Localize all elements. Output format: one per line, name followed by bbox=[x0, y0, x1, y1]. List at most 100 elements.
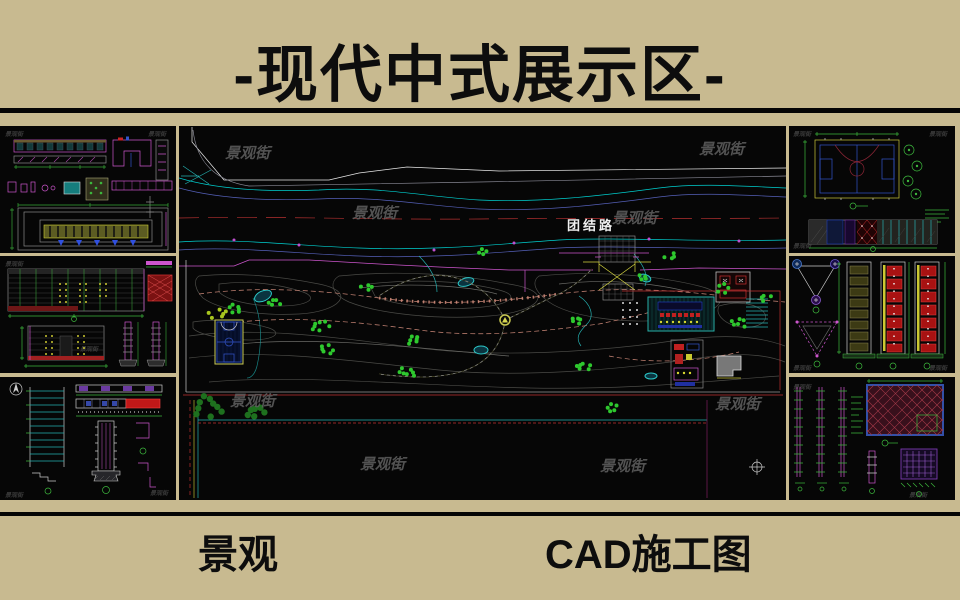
watermark: 景观街 bbox=[599, 458, 648, 475]
watermark: 景观街 bbox=[793, 364, 813, 372]
tree-symbols bbox=[902, 144, 923, 200]
pond bbox=[457, 277, 475, 287]
detail-sheet-court-plan: 景观街 景观街 景观街 bbox=[789, 126, 955, 253]
detail-sheet-lamp-columns: 景观街 景观街 bbox=[789, 256, 955, 373]
north-compass-icon bbox=[9, 382, 23, 396]
pole-section-2 bbox=[816, 387, 827, 492]
watermark: 景观街 bbox=[793, 383, 813, 391]
page-title: -现代中式展示区- bbox=[233, 41, 727, 110]
tree-cluster bbox=[662, 251, 676, 261]
watermark-layer: 景观街景观街景观街景观街景观街景观街景观街景观街 bbox=[224, 141, 763, 475]
exhibition-hall bbox=[647, 296, 715, 332]
small-details-row bbox=[7, 177, 173, 218]
red-property-line bbox=[622, 290, 781, 390]
column-elevation-sign-1 bbox=[876, 261, 910, 370]
tree-cluster bbox=[574, 361, 593, 372]
water-features bbox=[246, 253, 658, 380]
column-elevation-plain bbox=[837, 261, 876, 370]
tree-cluster bbox=[358, 283, 374, 292]
tree-cluster bbox=[193, 393, 225, 420]
road-centerline bbox=[179, 217, 786, 220]
watermark: 景观街 bbox=[793, 130, 813, 138]
watermark: 景观街 bbox=[148, 130, 168, 138]
detail-sheet-wall-elevation: 景观街 景观街 bbox=[0, 256, 176, 373]
bottom-divider bbox=[0, 512, 960, 516]
tree-cluster bbox=[266, 298, 283, 307]
tree-cluster bbox=[310, 319, 332, 333]
triangle-plan-top bbox=[792, 259, 840, 314]
tree-cluster bbox=[759, 293, 773, 303]
watermark: 景观街 bbox=[359, 456, 408, 473]
footer-category-label: 景观 bbox=[198, 533, 278, 577]
column-detail-b bbox=[146, 321, 167, 367]
triangle-plan-bottom bbox=[795, 320, 839, 368]
column-elevation-sign-2 bbox=[910, 261, 946, 370]
tree-cluster bbox=[477, 247, 489, 257]
tree-cluster bbox=[206, 307, 228, 320]
column-section bbox=[91, 420, 121, 494]
watermark: 景观街 bbox=[698, 141, 747, 158]
segment-bar-1 bbox=[75, 384, 163, 396]
watermark: 景观街 bbox=[611, 210, 660, 227]
detail-sheet-entrance-wall: 景观街 景观街 bbox=[0, 126, 176, 253]
main-walkway bbox=[378, 268, 593, 378]
tree-cluster bbox=[407, 334, 420, 346]
watermark: 景观街 bbox=[351, 205, 400, 222]
road-name-label: 团结路 bbox=[567, 218, 615, 233]
ladder-plan bbox=[26, 387, 65, 467]
watermark: 景观街 bbox=[929, 364, 949, 372]
site-boundary bbox=[179, 252, 786, 396]
section-column bbox=[155, 139, 169, 181]
detail-sheet-post-sections: 景观街 景观街 bbox=[0, 377, 176, 500]
watermark: 景观街 bbox=[714, 396, 763, 413]
watermark: 景观街 bbox=[5, 130, 25, 138]
building-footprint bbox=[716, 355, 742, 379]
terrace-steps bbox=[746, 298, 768, 328]
lattice-square-detail bbox=[900, 448, 938, 497]
detail-sheet-lattice-screen: 景观街 景观街 bbox=[789, 377, 955, 500]
south-road-lines bbox=[189, 400, 708, 498]
survey-marker bbox=[749, 459, 765, 475]
watermark: 景观街 bbox=[793, 242, 813, 250]
lattice-panel bbox=[866, 379, 944, 447]
pole-section-1 bbox=[794, 387, 805, 492]
watermark: 景观街 bbox=[80, 345, 100, 353]
tree-cluster bbox=[570, 316, 583, 326]
tree-layer bbox=[193, 247, 773, 420]
basketball-court bbox=[214, 319, 244, 365]
courtyard-building bbox=[715, 271, 751, 303]
site-north-boundary bbox=[181, 127, 786, 187]
elevation-strip bbox=[13, 139, 107, 169]
fence-elevation bbox=[808, 219, 938, 252]
side-details bbox=[32, 422, 156, 495]
court-plan bbox=[803, 132, 900, 210]
pole-section-3 bbox=[838, 387, 863, 492]
entrance-plaza bbox=[583, 235, 651, 325]
watermark: 景观街 bbox=[5, 491, 25, 499]
watermark: 景观街 bbox=[909, 491, 929, 499]
tree-cluster bbox=[397, 366, 416, 378]
lower-wall-elevation bbox=[20, 325, 108, 368]
planter-u-detail bbox=[112, 136, 152, 167]
tree-cluster bbox=[244, 404, 268, 420]
magenta-bar bbox=[146, 261, 172, 265]
tree-cluster bbox=[605, 402, 619, 414]
service-building bbox=[670, 339, 704, 389]
watermark: 景观街 bbox=[224, 145, 273, 162]
long-wall-elevation bbox=[7, 268, 145, 322]
watermark: 景观街 bbox=[150, 489, 170, 497]
tree-cluster bbox=[716, 282, 731, 295]
slat-detail bbox=[867, 450, 877, 494]
notes-block bbox=[925, 209, 949, 223]
watermark: 景观街 bbox=[229, 393, 278, 410]
pond bbox=[644, 372, 658, 380]
column-detail-a bbox=[118, 321, 139, 367]
red-hatch-panel bbox=[147, 274, 173, 302]
pond bbox=[254, 289, 272, 303]
master-plan-sheet: 景观街景观街景观街景观街景观街景观街景观街景观街 团结路 bbox=[179, 126, 786, 500]
plan-bottom bbox=[10, 203, 169, 251]
top-divider bbox=[0, 108, 960, 113]
watermark: 景观街 bbox=[5, 260, 25, 268]
tree-cluster bbox=[319, 343, 335, 356]
